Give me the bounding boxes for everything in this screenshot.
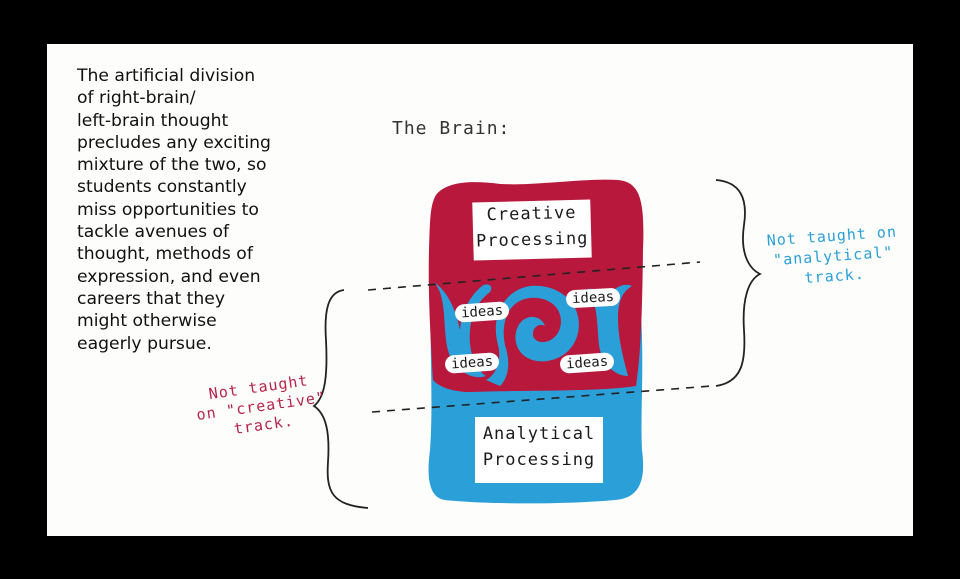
caption-line: left-brain thought [77, 110, 229, 131]
analytical-box-line: Analytical [482, 424, 596, 444]
creative-box-line: Processing [475, 228, 589, 252]
blue-tendril-right [585, 284, 632, 376]
caption-line: careers that they [77, 288, 226, 309]
creative-box-line: Creative [486, 202, 577, 226]
caption-line: of right-brain/ [77, 88, 196, 109]
left-brace [312, 289, 369, 509]
caption-line: might otherwise [77, 311, 217, 332]
caption-line: thought, methods of [77, 244, 253, 265]
caption-text: The artificial division of right-brain/ … [77, 65, 327, 355]
caption-line: precludes any exciting [77, 132, 271, 153]
caption-line: tackle avenues of [77, 222, 230, 243]
blue-tendril-spiral [486, 285, 579, 386]
caption-line: expression, and even [77, 266, 261, 287]
idea-bubble: ideas [444, 352, 500, 374]
caption-line: mixture of the two, so [77, 155, 267, 176]
analytical-processing-label: Analytical Processing [475, 417, 603, 483]
note-analytical-track: Not taught on "analytical" track. [766, 222, 900, 291]
right-brace [715, 179, 763, 387]
caption-line: miss opportunities to [77, 199, 259, 220]
idea-bubble: ideas [559, 352, 615, 374]
diagram-title: The Brain: [392, 118, 511, 139]
upper-dashed-line [367, 261, 701, 291]
caption-line: The artificial division [77, 66, 256, 86]
creative-processing-label: Creative Processing [472, 199, 592, 261]
caption-line: eagerly pursue. [77, 333, 212, 354]
caption-line: students constantly [77, 177, 247, 198]
idea-bubble: ideas [454, 301, 510, 323]
analytical-box-line: Processing [482, 450, 596, 470]
lower-dashed-line [371, 385, 713, 413]
idea-bubble: ideas [565, 287, 621, 309]
